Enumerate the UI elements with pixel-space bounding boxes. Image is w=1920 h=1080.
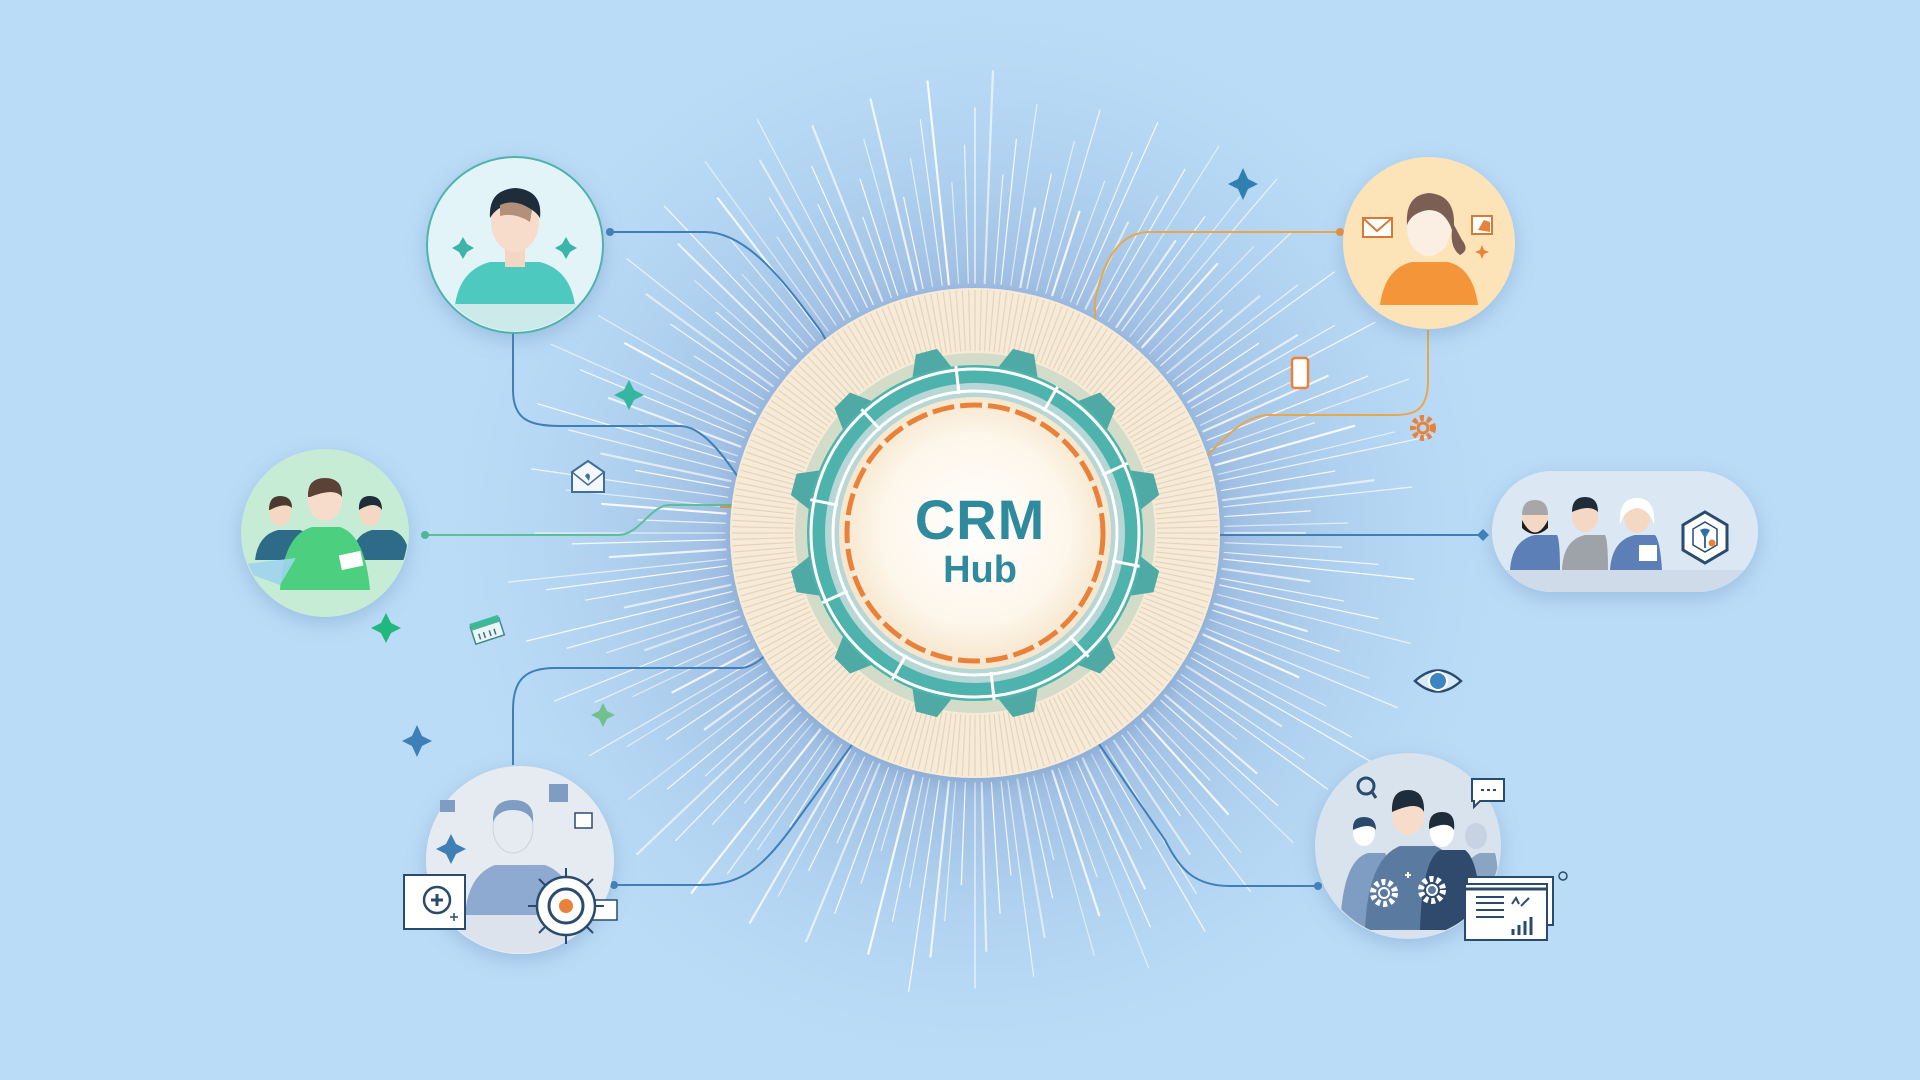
sparkle-icon — [591, 703, 615, 727]
node-analytics-team[interactable] — [1315, 753, 1568, 941]
crm-hub — [730, 288, 1220, 778]
sparkle-icon — [402, 725, 432, 757]
node-support-agent[interactable] — [403, 766, 630, 955]
sparkle-icon — [1228, 168, 1258, 200]
phone-icon — [1290, 356, 1310, 390]
node-team[interactable] — [228, 449, 410, 617]
sparkle-icon — [1475, 245, 1489, 259]
envelope-icon — [571, 459, 605, 493]
add-card-icon — [403, 874, 466, 930]
connector-sales-rep — [610, 231, 853, 384]
report-icon — [1464, 871, 1568, 941]
connector-sales-rep-2 — [512, 332, 785, 481]
sparkle-icon — [614, 380, 644, 410]
connector-team — [425, 504, 760, 536]
sunburst-rays — [507, 70, 1434, 992]
chart-card-icon — [1471, 215, 1493, 235]
calendar-icon — [469, 614, 506, 646]
floating-decorations — [371, 168, 1463, 757]
gear-icon — [1410, 415, 1436, 441]
connector-support — [614, 719, 871, 886]
cube-network-icon — [1681, 510, 1729, 565]
connector-marketing — [1094, 231, 1340, 360]
search-icon — [1356, 776, 1378, 799]
connector-marketing-2 — [1150, 330, 1429, 463]
sparkle-icon — [371, 613, 401, 643]
connector-analytics — [1069, 701, 1318, 887]
node-marketing-contact[interactable] — [1343, 157, 1515, 329]
target-icon — [528, 868, 618, 944]
chat-icon — [1471, 778, 1505, 810]
eye-icon — [1413, 669, 1463, 693]
mail-icon — [1362, 217, 1393, 238]
node-customers[interactable] — [1492, 471, 1760, 600]
node-sales-rep[interactable] — [426, 156, 608, 344]
